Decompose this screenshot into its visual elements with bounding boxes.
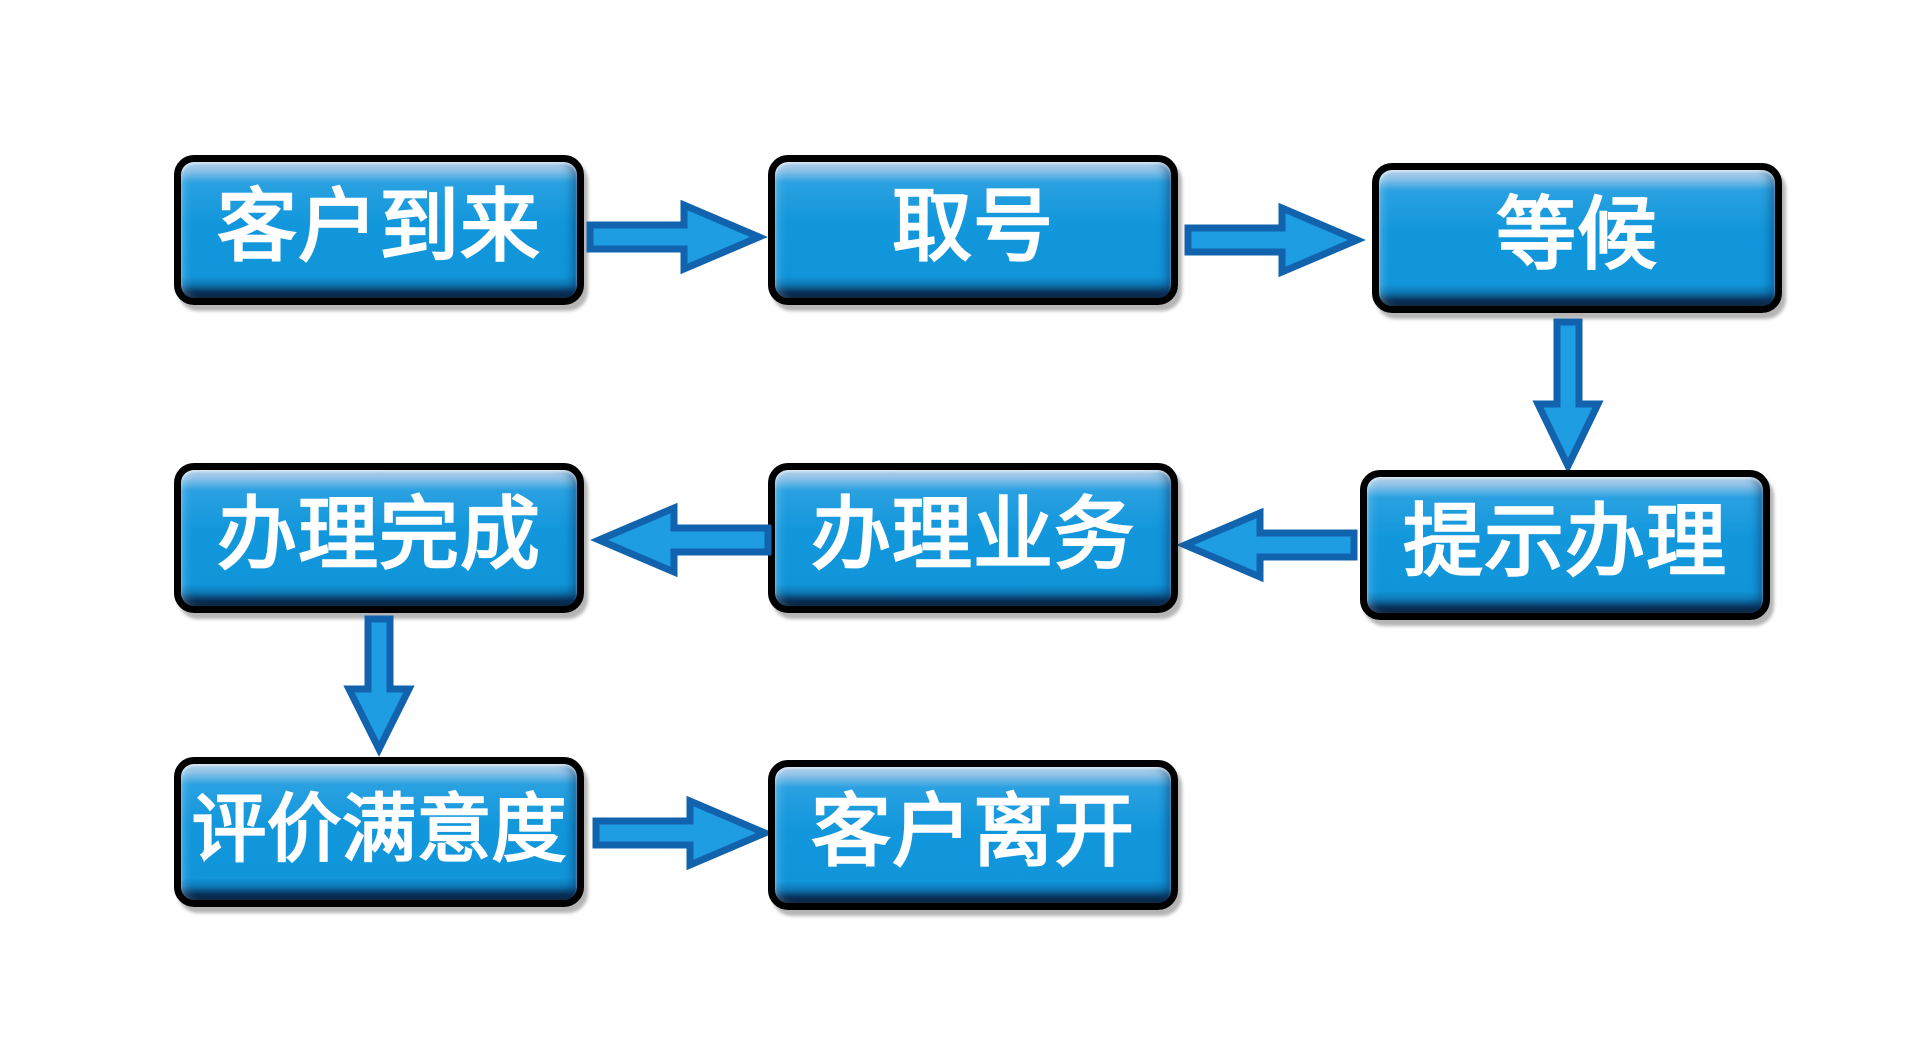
node-label: 办理业务 xyxy=(811,488,1135,581)
left-arrow-icon xyxy=(590,502,772,578)
arrow-wait-to-prompt-handle xyxy=(1532,318,1604,475)
node-label: 等候 xyxy=(1496,188,1658,281)
arrow-take-number-to-wait xyxy=(1184,202,1366,278)
flow-node-prompt-handle: 提示办理 xyxy=(1360,470,1770,620)
arrow-prompt-handle-to-handle-business xyxy=(1176,507,1358,583)
node-label: 办理完成 xyxy=(217,488,541,581)
flow-node-customer-leave: 客户离开 xyxy=(768,760,1178,910)
arrow-customer-arrive-to-take-number xyxy=(586,199,768,275)
arrow-rate-satisfaction-to-customer-leave xyxy=(592,795,774,871)
node-label: 提示办理 xyxy=(1403,495,1727,588)
down-arrow-icon xyxy=(343,615,415,757)
node-label: 客户离开 xyxy=(811,785,1135,878)
arrow-handle-business-to-handle-complete xyxy=(590,502,772,578)
arrow-handle-complete-to-rate-satisfaction xyxy=(343,615,415,757)
flow-node-rate-satisfaction: 评价满意度 xyxy=(174,757,584,907)
left-arrow-icon xyxy=(1176,507,1358,583)
right-arrow-icon xyxy=(592,795,774,871)
flow-node-handle-complete: 办理完成 xyxy=(174,463,584,613)
right-arrow-icon xyxy=(1184,202,1366,278)
flow-node-handle-business: 办理业务 xyxy=(768,463,1178,613)
node-label: 评价满意度 xyxy=(191,784,567,873)
flow-node-wait: 等候 xyxy=(1372,163,1782,313)
node-label: 客户到来 xyxy=(217,180,541,273)
flow-node-take-number: 取号 xyxy=(768,155,1178,305)
right-arrow-icon xyxy=(586,199,768,275)
down-arrow-icon xyxy=(1532,318,1604,475)
flow-node-customer-arrive: 客户到来 xyxy=(174,155,584,305)
node-label: 取号 xyxy=(892,180,1054,273)
